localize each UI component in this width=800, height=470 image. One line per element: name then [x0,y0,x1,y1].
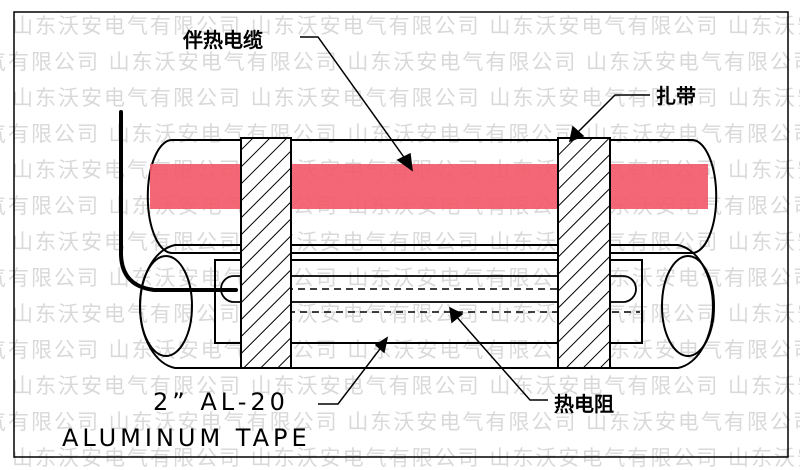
leader-aluminum-tape [318,344,384,405]
label-rtd: 热电阻 [554,392,614,416]
leader-cable-tie [574,94,650,136]
lead-wire [119,110,238,292]
cable-tie-left [240,137,292,369]
rtd-sensor [220,275,640,313]
label-tape-size: 2” AL-20 [153,388,289,416]
cable-tie-right [557,137,611,369]
lower-pipe-left-end [139,255,193,357]
lower-pipe [139,244,715,369]
label-cable-tie: 扎带 [656,84,696,108]
heating-cable [150,164,708,209]
label-heating-cable: 伴热电缆 [183,28,263,52]
lower-pipe-right-end [661,255,715,357]
leader-rtd [454,314,548,401]
arrow-cable-tie [568,125,585,143]
label-tape-name: ALUMINUM TAPE [62,424,311,452]
leader-heating-cable [300,36,407,161]
arrow-aluminum-tape [374,336,389,354]
aluminum-tape [214,259,643,344]
frame-border [13,11,789,458]
arrow-heating-cable [396,152,413,172]
leader-lines [300,36,650,405]
arrow-rtd [449,306,464,324]
